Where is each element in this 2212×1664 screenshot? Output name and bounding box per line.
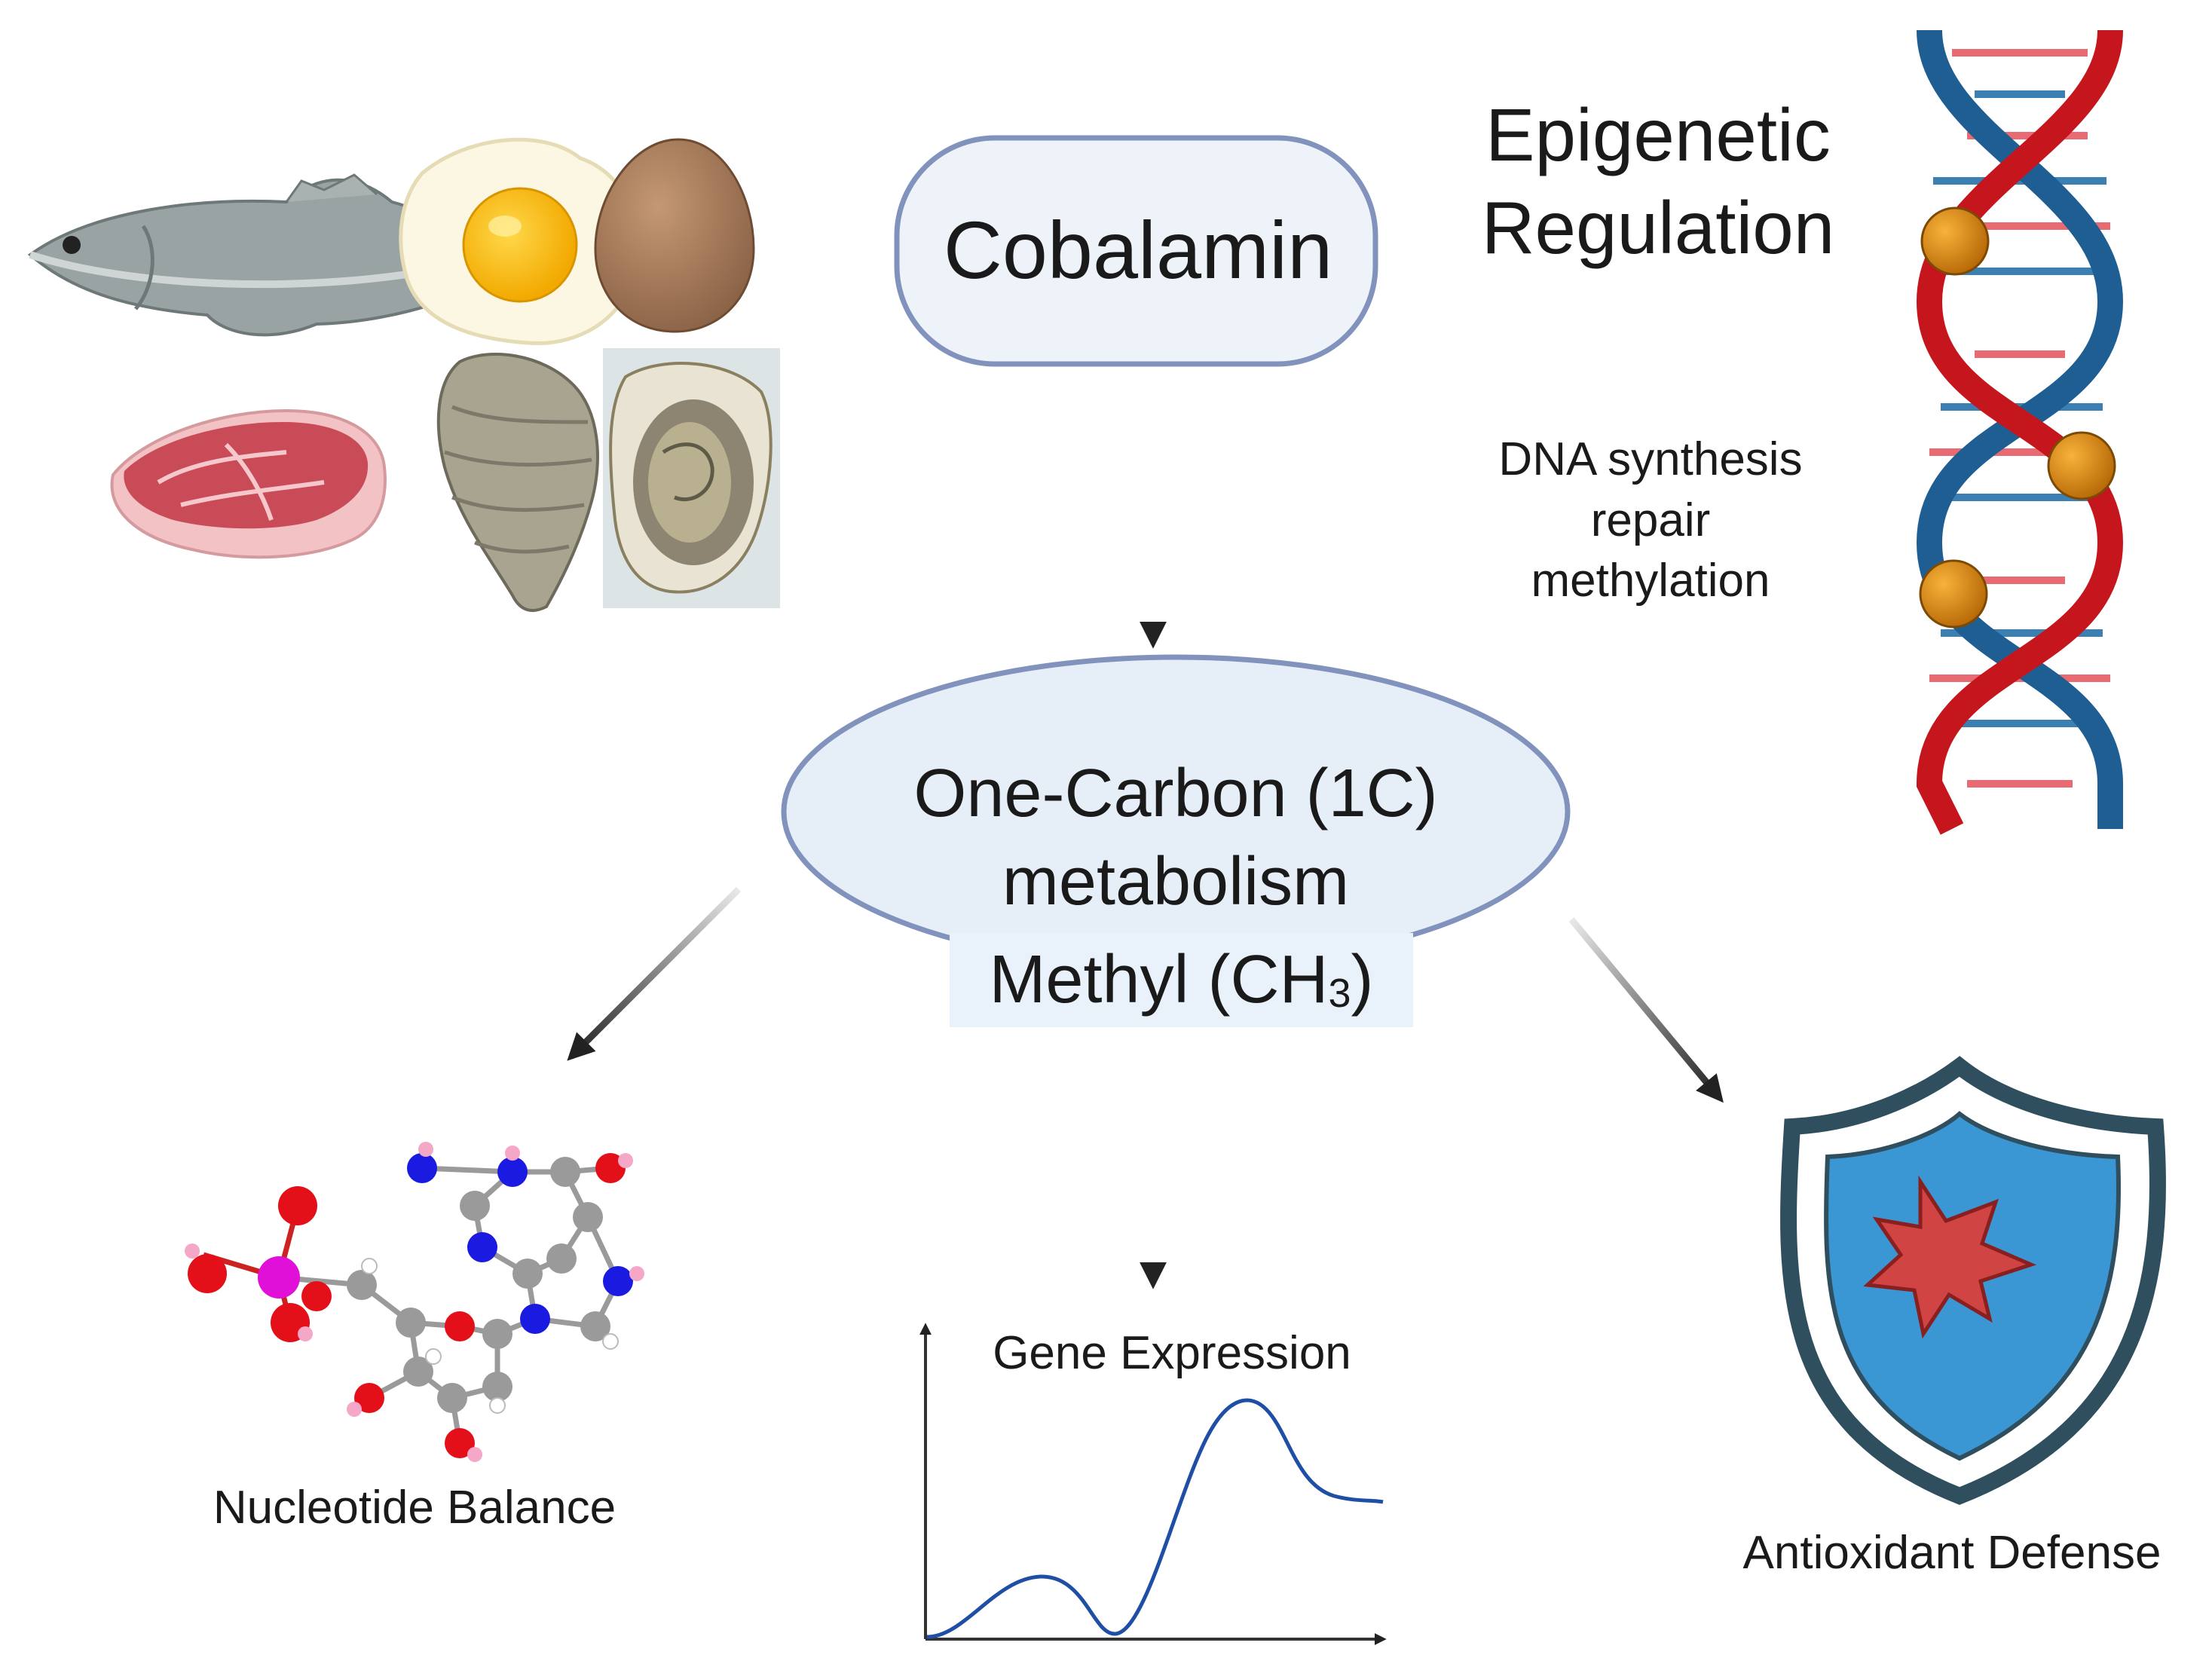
gene-expression-label: Gene Expression <box>993 1327 1351 1379</box>
fried-egg-icon <box>399 137 640 346</box>
oyster-shell-icon <box>436 353 599 612</box>
cobalamin-label: Cobalamin <box>943 204 1333 295</box>
one-carbon-label: One-Carbon (1C) metabolism <box>821 750 1530 926</box>
steak-icon <box>110 408 387 559</box>
dna-function-methylation: methylation <box>1531 555 1770 607</box>
methyl-text: Methyl (CH <box>989 942 1329 1017</box>
antioxidant-defense-label: Antioxidant Defense <box>1742 1527 2162 1579</box>
cobalamin-node <box>894 135 1378 367</box>
dna-function-repair: repair <box>1590 494 1711 546</box>
dna-function-synthesis: DNA synthesis <box>1498 433 1803 485</box>
arrow-1c-to-antioxidant <box>1568 917 1724 1103</box>
dna-functions-label: DNA synthesis repair methylation <box>1432 430 1869 612</box>
methyl-suffix: ) <box>1351 942 1374 1017</box>
methyl-label: Methyl (CH3) <box>950 933 1413 1027</box>
one-carbon-line-1: One-Carbon (1C) <box>913 756 1438 831</box>
dna-helix-icon <box>1916 29 2124 835</box>
arrow-1c-to-nucleotide <box>567 886 742 1061</box>
nucleotide-balance-label: Nucleotide Balance <box>213 1482 616 1534</box>
expression-curve-icon <box>919 1323 1387 1645</box>
open-oyster-icon <box>603 348 780 608</box>
one-carbon-line-2: metabolism <box>1002 844 1350 919</box>
egg-icon <box>594 138 755 333</box>
methyl-subscript: 3 <box>1328 971 1351 1016</box>
nucleotide-molecule-icon <box>185 1142 644 1462</box>
epigenetic-title-line-1: Epigenetic <box>1485 93 1831 176</box>
epigenetic-title-line-2: Regulation <box>1481 186 1835 270</box>
epigenetic-regulation-title: Epigenetic Regulation <box>1432 89 1884 275</box>
shield-icon <box>1780 1056 2166 1505</box>
